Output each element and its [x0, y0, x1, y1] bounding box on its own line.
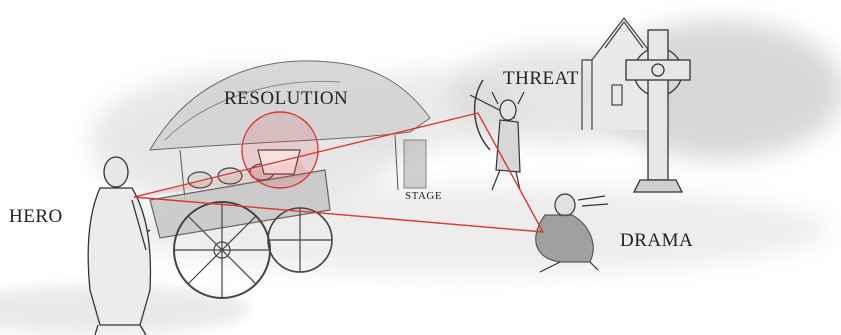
label-resolution: RESOLUTION [224, 88, 349, 109]
drama-triangle [133, 112, 545, 233]
archer-figure [469, 79, 525, 191]
resolution-highlight [241, 111, 319, 189]
label-drama: DRAMA [620, 230, 694, 251]
hero-figure [87, 156, 152, 335]
label-threat: THREAT [503, 68, 579, 89]
label-stage: STAGE [405, 190, 443, 202]
thatched-hut [149, 60, 431, 201]
label-hero: HERO [9, 206, 63, 227]
celtic-cross [625, 29, 691, 193]
crouching-figure [535, 193, 609, 273]
